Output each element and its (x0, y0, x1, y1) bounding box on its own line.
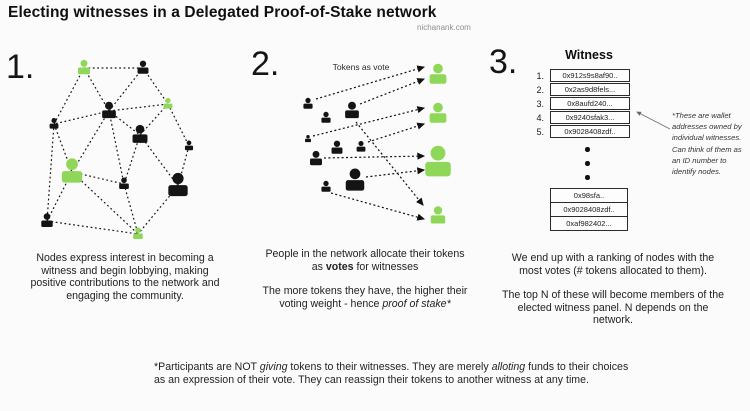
wallet-address-box: 0x9240sfak3... (550, 111, 630, 124)
voters (303, 97, 366, 192)
witness-ranked-list: 1. 0x912s9s8af90.. 2. 0x2as9d8fels... 3.… (526, 69, 630, 139)
dot-icon (585, 175, 590, 180)
page-title: Electing witnesses in a Delegated Proof-… (8, 4, 437, 21)
dot-icon (585, 161, 590, 166)
wallet-address-box: 0x912s9s8af90.. (550, 69, 630, 82)
rank-label: 5. (536, 126, 544, 137)
footnote: *Participants are NOT giving tokens to t… (154, 361, 629, 387)
step-2-caption-line1: People in the network allocate their tok… (265, 248, 465, 273)
watermark: nichanank.com (417, 23, 471, 32)
witness-row: 4. 0x9240sfak3... (526, 111, 630, 124)
person-icon (425, 145, 451, 177)
person-icon (303, 97, 313, 109)
step-3-caption-line2: The top N of these will become members o… (502, 289, 724, 327)
step-1-number: 1. (6, 48, 35, 86)
witness-row: 3. 0x8aufd240... (526, 97, 630, 110)
wallet-address-box: 0x9028408zdf.. (550, 125, 630, 138)
step-3-caption: We end up with a ranking of nodes with t… (499, 252, 727, 327)
witness-heading: Witness (565, 48, 613, 62)
note-pointer-arrow (636, 111, 671, 130)
wallet-address-box: 0x2as9d8fels... (550, 83, 630, 96)
wallet-address-box: 0xaf982402... (550, 216, 628, 231)
person-icon (356, 141, 366, 152)
person-icon (429, 63, 447, 84)
step-3-number: 3. (489, 43, 518, 81)
vote-arrows (312, 65, 426, 221)
person-icon (132, 124, 148, 143)
step-2-number: 2. (251, 45, 280, 83)
person-icon (163, 98, 173, 109)
wallet-address-box: 0x98sfa.. (550, 188, 628, 203)
witness-row: 2. 0x2as9d8fels... (526, 83, 630, 96)
wallet-address-box: 0x8aufd240... (550, 97, 630, 110)
person-icon (310, 150, 322, 166)
person-icon (345, 101, 359, 119)
witness-candidates (425, 63, 451, 224)
witness-row: 1. 0x912s9s8af90.. (526, 69, 630, 82)
witness-row: 5. 0x9028408zdf.. (526, 125, 630, 138)
spacer (499, 277, 727, 289)
dot-icon (585, 147, 590, 152)
person-icon (345, 168, 365, 191)
person-icon (305, 134, 311, 143)
step-2-caption: People in the network allocate their tok… (259, 248, 471, 310)
tokens-as-vote-label: Tokens as vote (332, 62, 390, 72)
person-icon (430, 206, 446, 224)
wallet-address-note: *These are wallet addresses owned by ind… (672, 111, 742, 177)
person-icon (184, 140, 194, 151)
step-2-caption-line2: The more tokens they have, the higher th… (262, 285, 468, 310)
person-icon (321, 180, 331, 192)
person-icon (331, 140, 343, 154)
spacer (259, 273, 471, 285)
rank-label: 4. (536, 112, 544, 123)
ellipsis-dots (585, 147, 590, 189)
step-1-caption: Nodes express interest in becoming a wit… (30, 252, 220, 302)
rank-label: 3. (536, 98, 544, 109)
wallet-address-box: 0x9028408zdf.. (550, 202, 628, 217)
person-icon (78, 59, 90, 75)
person-icon (321, 111, 331, 123)
step-3-caption-line1: We end up with a ranking of nodes with t… (511, 252, 715, 277)
rank-label: 2. (536, 84, 544, 95)
person-icon (137, 60, 149, 74)
network-edges (46, 67, 190, 235)
witness-more-list: 0x98sfa.. 0x9028408zdf.. 0xaf982402... (550, 188, 628, 231)
person-icon (429, 102, 447, 123)
rank-label: 1. (536, 70, 544, 81)
